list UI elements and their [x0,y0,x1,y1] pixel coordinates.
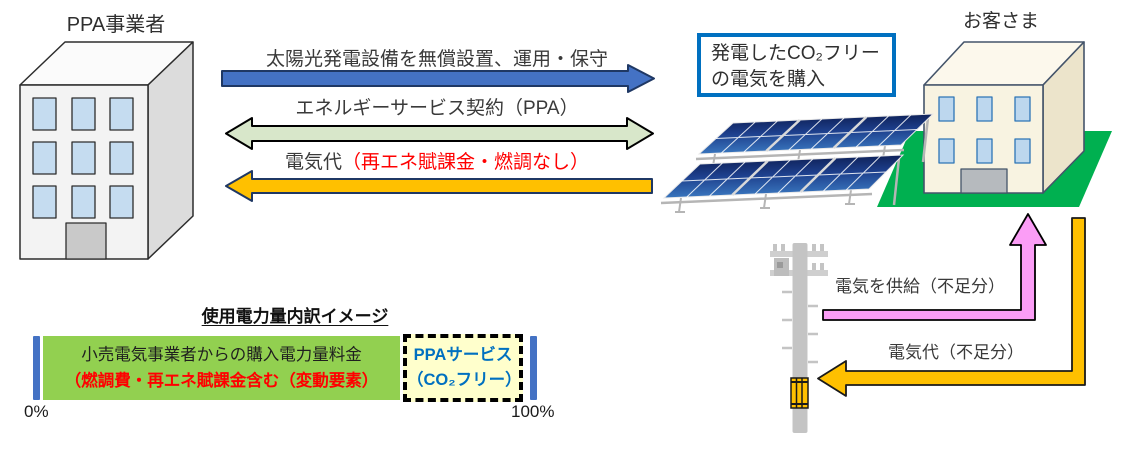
ppa-building-door [65,222,107,260]
solar-panel-row-back [697,113,935,155]
co2-free-purchase-note: 発電したCO₂フリー の電気を購入 [697,33,896,97]
ppa-segment-line2: （CO₂フリー） [407,371,522,389]
arrow-install-right [221,64,655,93]
chart-segment-ppa: PPAサービス （CO₂フリー） [403,334,523,402]
arrow-bill-left [817,217,1086,397]
solar-panel-row-front [662,154,905,199]
chart-right-cap [530,336,537,400]
install-flow-label: 太陽光発電設備を無償設置、運用・保守 [265,49,608,70]
bill-flow-label: 電気代（不足分） [888,343,1024,362]
purchase-note-line2: の電気を購入 [711,69,826,90]
payment-flow-label-red: （再エネ賦課金・燃調なし） [342,152,590,173]
flow-arrows [221,64,655,202]
utility-pole-illustration [770,243,828,433]
arrow-payment-left [225,170,653,202]
retail-segment-line1: 小売電気事業者からの購入電力量料金 [81,346,362,364]
customer-building-illustration [923,41,1085,194]
axis-max-label: 100% [511,402,555,421]
ppa-segment-line1: PPAサービス [413,346,513,364]
customer-building-windows [938,96,1031,164]
arrow-contract-double [225,117,654,150]
chart-title: 使用電力量内訳イメージ [201,307,389,326]
customer-building-door [960,168,1008,194]
arrow-supply-up [822,213,1047,321]
payment-flow-label-black: 電気代 [284,152,342,173]
axis-min-label: 0% [24,402,49,421]
pole-guard [790,377,809,409]
retail-segment-line2: （燃調費・再エネ賦課金含む（変動要素） [64,372,379,390]
provider-label: PPA事業者 [66,14,166,36]
solar-panels-illustration [660,113,935,213]
contract-flow-label: エネルギーサービス契約（PPA） [295,98,579,119]
chart-segment-retail: 小売電気事業者からの購入電力量料金 （燃調費・再エネ賦課金含む（変動要素） [43,336,400,400]
payment-flow-label: 電気代（再エネ賦課金・燃調なし） [222,147,652,174]
supply-flow-label: 電気を供給（不足分） [835,277,1005,296]
customer-label: お客さま [962,11,1039,32]
chart-left-cap [33,336,40,400]
ppa-building-windows [32,97,134,219]
purchase-note-line1: 発電したCO₂フリー [711,43,880,64]
ppa-building-illustration [19,41,194,260]
